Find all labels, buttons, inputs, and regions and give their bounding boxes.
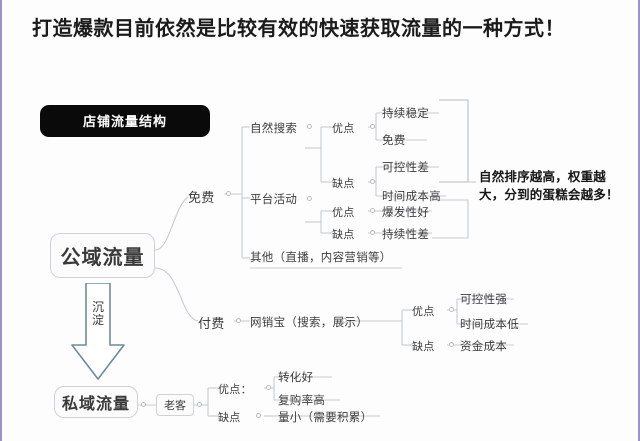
paid-cons-dot[interactable] — [449, 342, 454, 347]
node-returning-customer[interactable]: 老客 — [156, 394, 194, 416]
platform-cons-dot[interactable] — [370, 230, 375, 235]
paid-cons-label: 缺点 — [412, 341, 435, 353]
platform-cons-label: 缺点 — [332, 229, 355, 241]
paid-con-1: 资金成本 — [460, 341, 508, 353]
organic-pros-label: 优点 — [332, 123, 355, 135]
page-title: 打造爆款目前依然是比较有效的快速获取流量的一种方式！ — [32, 18, 565, 40]
branch-dot-free[interactable] — [226, 191, 231, 196]
organic-pros-dot[interactable] — [370, 124, 375, 129]
laoke-pros-label: 优点： — [218, 384, 252, 396]
sediment-arrow-icon — [71, 283, 125, 380]
node-dot-organic-search[interactable] — [307, 124, 312, 129]
node-organic-search[interactable]: 自然搜索 — [250, 123, 298, 135]
node-platform-activity[interactable]: 平台活动 — [250, 194, 298, 206]
organic-pro-1: 持续稳定 — [382, 108, 430, 120]
organic-cons-dot[interactable] — [370, 179, 375, 184]
paid-pros-label: 优点 — [412, 306, 435, 318]
paid-pro-2: 时间成本低 — [460, 319, 519, 331]
node-dot-platform-activity[interactable] — [307, 196, 312, 201]
root-node-private-traffic[interactable]: 私域流量 — [54, 386, 138, 418]
platform-pros-label: 优点 — [332, 207, 355, 219]
section-badge: 店铺流量结构 — [40, 105, 210, 137]
private-root-dot[interactable] — [141, 402, 146, 407]
organic-cons-label: 缺点 — [332, 178, 355, 190]
organic-con-2: 时间成本高 — [382, 191, 441, 203]
sediment-arrow-label: 沉 淀 — [91, 300, 104, 328]
laoke-pro-2: 复购率高 — [278, 395, 326, 407]
node-other-channels[interactable]: 其他（直播，内容营销等） — [250, 252, 392, 264]
annotation-text: 自然排序越高，权重越大，分到的蛋糕会越多！ — [479, 170, 619, 203]
node-dot-wangxiaobao[interactable] — [342, 318, 347, 323]
organic-con-1: 可控性差 — [382, 162, 430, 174]
branch-dot-paid[interactable] — [236, 318, 241, 323]
platform-pros-dot[interactable] — [370, 208, 375, 213]
platform-con-1: 持续性差 — [382, 229, 430, 241]
node-dot-returning-customer[interactable] — [197, 402, 202, 407]
node-wangxiaobao[interactable]: 网销宝（搜索，展示） — [250, 317, 368, 329]
paid-pros-dot[interactable] — [449, 307, 454, 312]
laoke-cons-label: 缺点 — [218, 412, 241, 424]
branch-label-paid[interactable]: 付费 — [198, 316, 225, 331]
branch-label-free[interactable]: 免费 — [188, 190, 215, 205]
laoke-cons-dot[interactable] — [256, 413, 261, 418]
platform-pro-1: 爆发性好 — [382, 207, 430, 219]
laoke-pros-dot[interactable] — [266, 385, 271, 390]
organic-pro-2: 免费 — [382, 135, 406, 147]
laoke-con-1: 量小（需要积累） — [278, 412, 373, 424]
root-node-public-traffic[interactable]: 公域流量 — [50, 233, 155, 278]
laoke-pro-1: 转化好 — [278, 372, 314, 384]
paid-pro-1: 可控性强 — [460, 294, 508, 306]
